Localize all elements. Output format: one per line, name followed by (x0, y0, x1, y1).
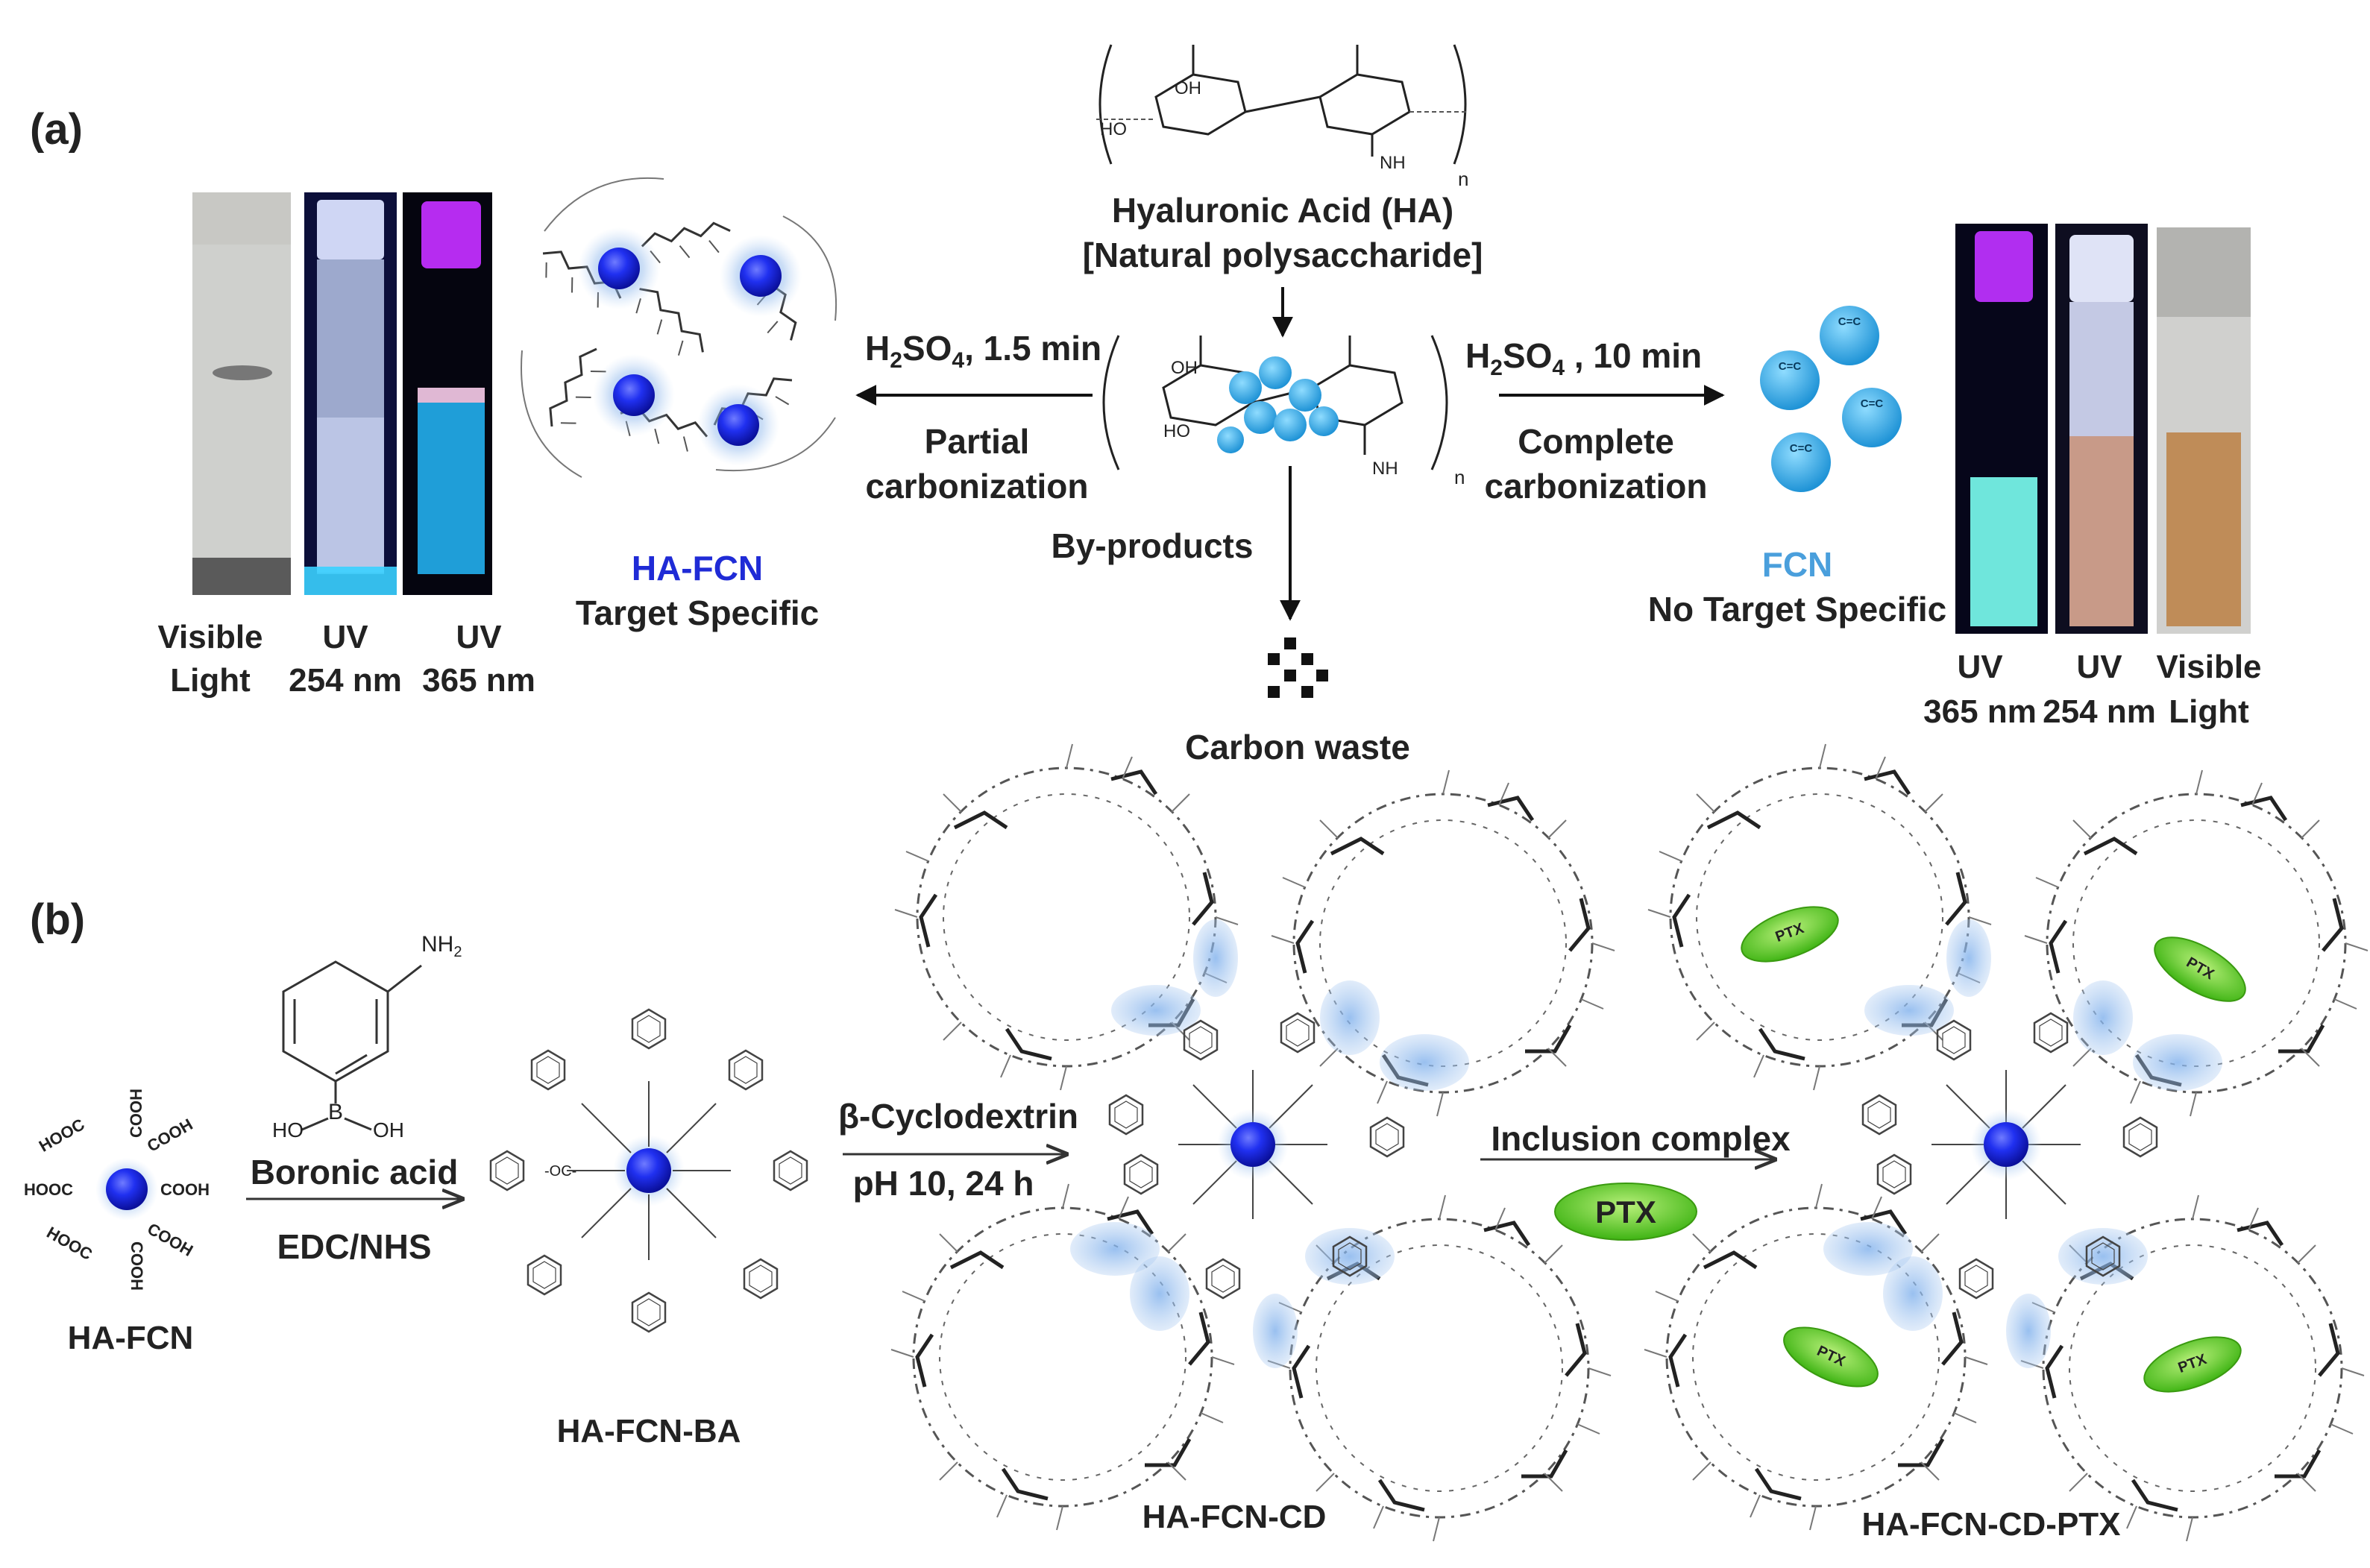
left-vial-2-line2: 254 nm (289, 662, 402, 699)
ptx-pill-reagent (1554, 1183, 1697, 1241)
ha-atom-n-1: n (1458, 168, 1469, 190)
ha-fcn-ba-label: HA-FCN-BA (556, 1413, 741, 1449)
ha-fcn-name-label: HA-FCN (631, 549, 764, 588)
vial-visible-light-right (2157, 227, 2251, 634)
vial-uv365-left (403, 192, 492, 595)
left-vial-3-line1: UV (456, 619, 502, 655)
hyaluronic-acid-structure (1096, 44, 1469, 165)
cooh-top-1: COOH (127, 1089, 145, 1138)
ha-atom-oh-1: OH (1175, 78, 1201, 98)
carbon-waste-label: Carbon waste (1185, 728, 1410, 766)
ha-fcn-cd-structure (891, 744, 1615, 1541)
vial-visible-light-left (192, 192, 291, 595)
right-vial-1-line2: 365 nm (1923, 693, 2037, 730)
fcn-desc-label: No Target Specific (1647, 590, 1947, 629)
vial-uv254-right (2055, 224, 2148, 634)
cyclodextrin-label: β-Cyclodextrin (837, 1097, 1079, 1136)
panel-a-label: (a) (30, 105, 83, 154)
ha-fcn-cd-ptx-label: HA-FCN-CD-PTX (1861, 1506, 2121, 1543)
ha-atom-nh-1: NH (1380, 153, 1406, 173)
right-reagent-label: H2SO4 , 10 min (1465, 336, 1703, 381)
cooh-right: COOH (160, 1180, 210, 1199)
ha-fcn-ba-structure (489, 1008, 808, 1333)
left-process-line2: carbonization (865, 467, 1089, 506)
carbon-waste-particles (1268, 637, 1328, 698)
ha-atom-ho-1: HO (1100, 119, 1127, 139)
ha-fcn-cd-label: HA-FCN-CD (1142, 1499, 1327, 1535)
fcn-dot-cluster (1760, 306, 1902, 492)
right-vial-3-line2: Light (2169, 693, 2249, 730)
left-vial-3-line2: 365 nm (422, 662, 535, 699)
panel-b-label: (b) (30, 895, 86, 944)
ph-condition-label: pH 10, 24 h (852, 1164, 1034, 1203)
ha-atom-nh-2: NH (1372, 459, 1398, 479)
ha-atom-oh-2: OH (1171, 358, 1198, 378)
ha-atom-ho-2: HO (1163, 421, 1190, 441)
boronic-acid-reagent-label: Boronic acid (250, 1153, 459, 1191)
vial-uv365-right (1955, 224, 2048, 634)
ha-fcn-desc-label: Target Specific (575, 593, 820, 632)
boronic-oh-label: OH (373, 1118, 404, 1142)
hooc-left: HOOC (24, 1180, 73, 1199)
right-process-line1: Complete (1518, 422, 1674, 461)
ha-carbonizing-structure (1102, 335, 1448, 470)
ha-fcn-cooh-core (95, 1158, 158, 1221)
cooh-bottom: COOH (128, 1241, 146, 1291)
ha-atom-n-2: n (1454, 466, 1465, 488)
boronic-acid-molecule (282, 960, 422, 1131)
boronic-b-label: B (328, 1100, 344, 1124)
boronic-nh2-label: NH2 (421, 932, 462, 960)
ha-fcn-cd-ptx-structure (1644, 744, 2368, 1541)
fcn-dot-label-3: C=C (1860, 397, 1884, 410)
left-vial-1-line2: Light (170, 662, 251, 699)
right-vial-1-line1: UV (1957, 649, 2003, 685)
fcn-name-label: FCN (1761, 545, 1833, 584)
left-vial-2-line1: UV (322, 619, 368, 655)
ha-subtitle-label: [Natural polysaccharide] (1082, 236, 1483, 274)
boronic-ho-label: HO (272, 1118, 304, 1142)
left-vial-1-line1: Visible (157, 619, 263, 655)
fcn-dot-label-4: C=C (1789, 442, 1813, 455)
ba-linker-label: -OC- (544, 1163, 577, 1180)
ha-name-label: Hyaluronic Acid (HA) (1111, 191, 1454, 230)
edc-nhs-label: EDC/NHS (277, 1227, 432, 1266)
left-process-line1: Partial (924, 422, 1030, 461)
ha-fcn-label-b: HA-FCN (67, 1320, 194, 1356)
inclusion-complex-label: Inclusion complex (1491, 1119, 1791, 1158)
fcn-dot-label-2: C=C (1778, 360, 1802, 373)
right-vial-2-line1: UV (2076, 649, 2122, 685)
byproducts-label: By-products (1051, 526, 1254, 565)
right-vial-3-line1: Visible (2156, 649, 2262, 685)
ha-fcn-particle-cluster (521, 177, 837, 478)
right-process-line2: carbonization (1484, 467, 1708, 506)
ptx-reagent-label: PTX (1595, 1194, 1656, 1229)
left-reagent-label: H2SO4, 1.5 min (865, 329, 1102, 374)
right-vial-2-line2: 254 nm (2043, 693, 2156, 730)
vial-uv254-left (304, 192, 397, 595)
fcn-dot-label-1: C=C (1838, 315, 1861, 328)
